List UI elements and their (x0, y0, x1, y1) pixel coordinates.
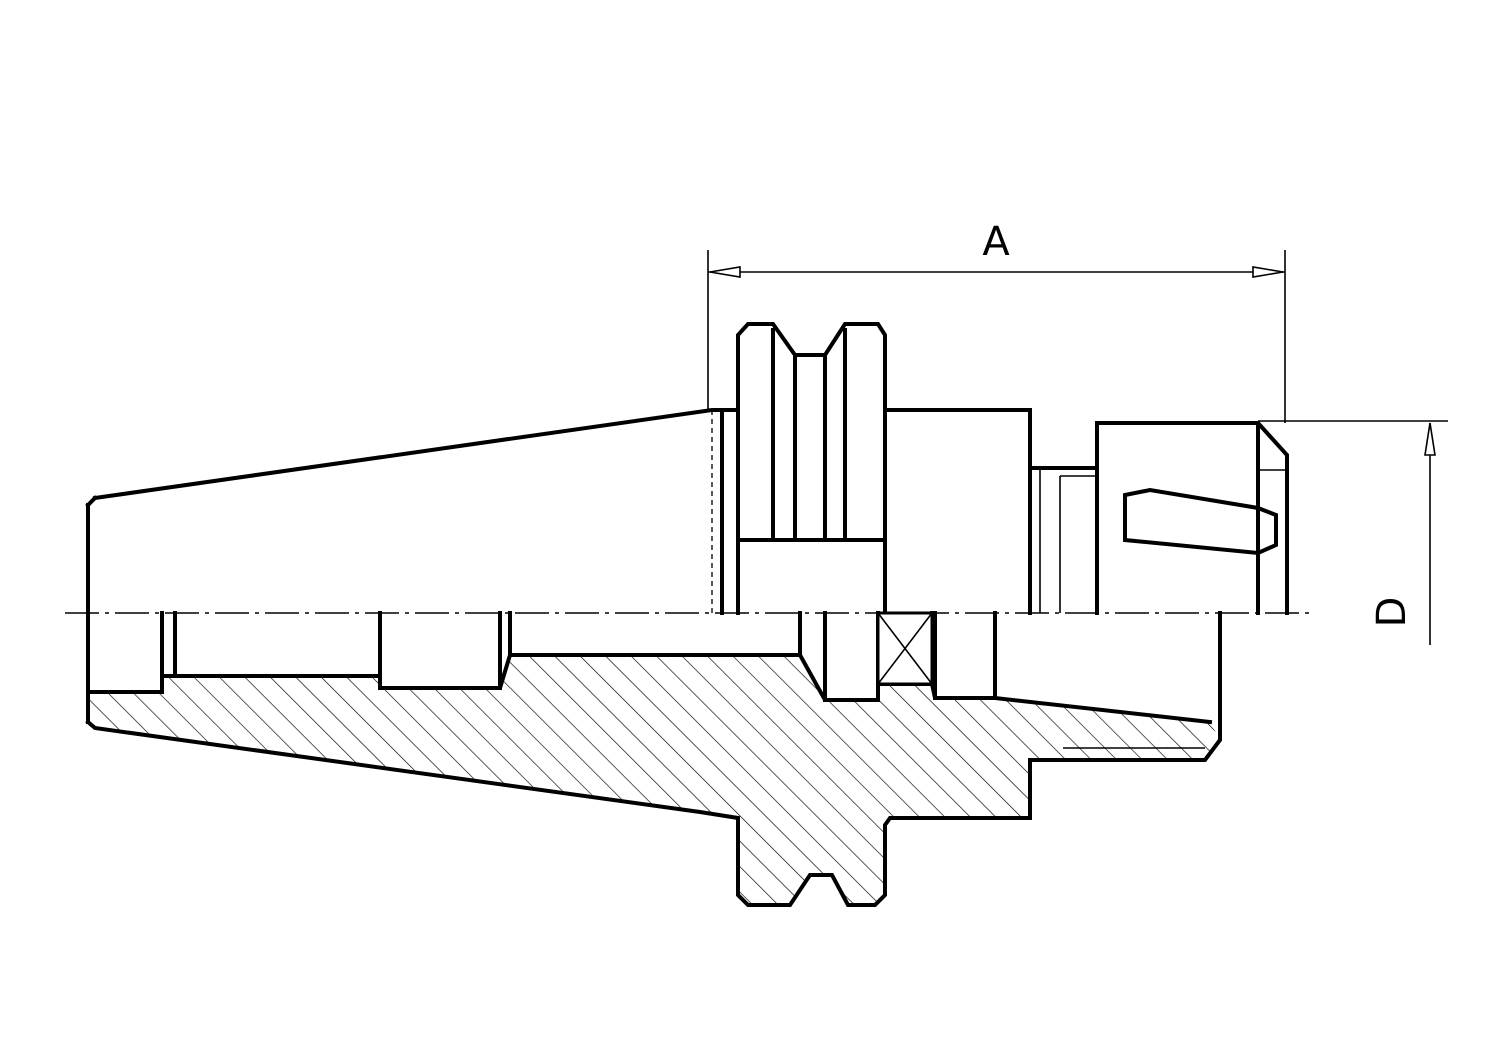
dimension-d: D (1258, 420, 1448, 645)
dimension-a: A (707, 219, 1286, 423)
section-hatching (88, 655, 1220, 905)
dimension-label-a: A (982, 219, 1010, 265)
body-upper (883, 408, 1289, 615)
section-outline-lower (85, 611, 1222, 907)
flange-upper (720, 322, 887, 615)
arrow-right-icon (1252, 266, 1284, 278)
arrow-left-icon (709, 266, 741, 278)
arrow-up-icon (1424, 422, 1436, 456)
dimension-label-d: D (1369, 597, 1415, 628)
taper-upper (85, 408, 724, 724)
